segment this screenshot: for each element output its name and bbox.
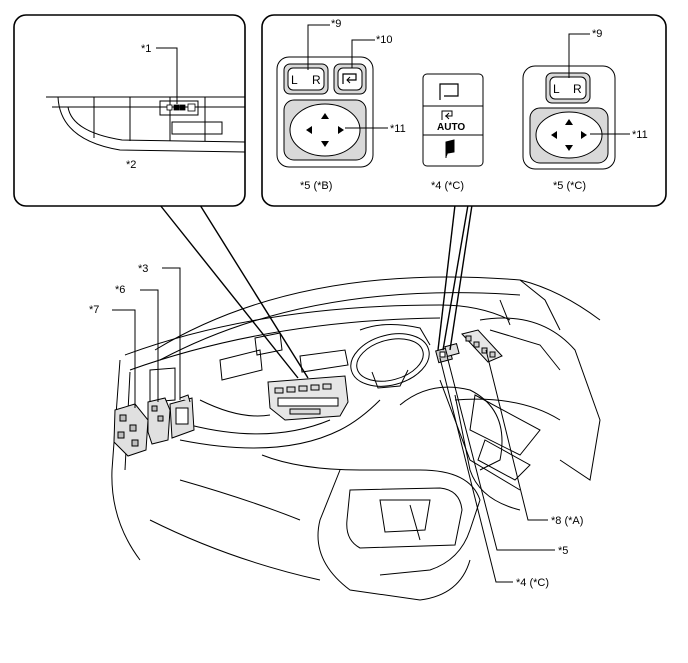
caption-switch-c-right: *5 (*C) [553, 180, 586, 192]
callout-9-left: *9 [331, 18, 341, 30]
switch-c-r-label: R [573, 82, 582, 96]
left-components [113, 394, 195, 457]
door-switch-cluster [461, 329, 503, 363]
callout-1: *1 [141, 43, 151, 55]
center-switch-panel [267, 375, 349, 421]
zoom-lines-right [437, 204, 473, 351]
text-layer: *1 *2 *9 *10 *11 *9 *11 L R L R AUTO *5 … [89, 18, 648, 589]
vehicle-interior [111, 276, 601, 601]
callout-11-right: *11 [632, 129, 648, 141]
steering-side-switch [435, 343, 460, 364]
caption-switch-c-mid: *4 (*C) [431, 180, 464, 192]
callout-10: *10 [376, 34, 393, 46]
switch-b-l-label: L [291, 73, 298, 87]
zoom-lines-left [159, 204, 309, 379]
mirror-switch-c [522, 65, 616, 170]
callout-11-left: *11 [390, 123, 406, 135]
auto-label: AUTO [437, 122, 465, 133]
callout-4c: *4 (*C) [516, 577, 549, 589]
callout-3: *3 [138, 263, 148, 275]
switch-b-r-label: R [312, 73, 321, 87]
leader-lines [112, 267, 555, 583]
callout-2: *2 [126, 159, 136, 171]
mirror-switch-b [276, 56, 374, 168]
caption-switch-b: *5 (*B) [300, 180, 332, 192]
callout-7: *7 [89, 304, 99, 316]
switch-c-l-label: L [553, 82, 560, 96]
callout-9-right: *9 [592, 28, 602, 40]
right-inset [261, 14, 667, 207]
mirror-fold-switch [422, 73, 484, 167]
callout-6: *6 [115, 284, 125, 296]
callout-5: *5 [558, 545, 568, 557]
callout-8a: *8 (*A) [551, 515, 583, 527]
left-inset [13, 14, 246, 207]
